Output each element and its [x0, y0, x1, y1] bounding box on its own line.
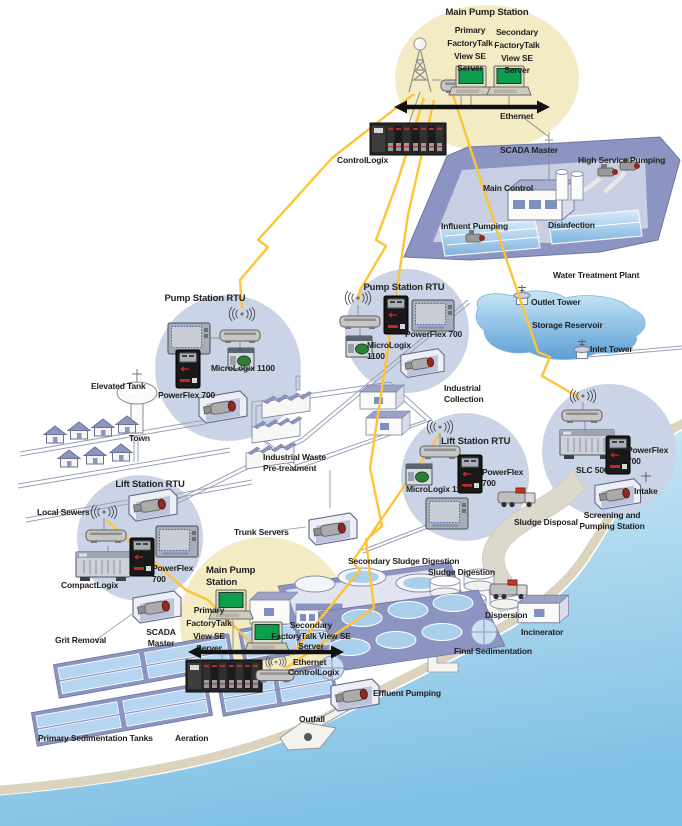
water-treatment-plant — [403, 132, 681, 261]
radio-link-bottom-station — [285, 99, 436, 669]
device-connectors — [103, 79, 586, 672]
label-powerflex-lift-left: PowerFlex 700 — [152, 563, 194, 584]
controllogix-plc-icon — [185, 659, 263, 693]
label-inlet-tower: Inlet Tower — [590, 344, 633, 354]
industrial-collection-buildings — [359, 384, 411, 436]
label-secondary-sludge-digestion: Secondary Sludge Digestion — [348, 556, 460, 566]
haul-road — [482, 469, 586, 613]
label-industrial-waste-pretreatment: Industrial Waste Pre-treatment — [263, 452, 326, 473]
main-pump-station-top-bubble — [395, 5, 579, 151]
label-powerflex-left: PowerFlex 700 — [158, 390, 216, 400]
panelview-hmi-icon — [411, 299, 455, 332]
label-outfall: Outfall — [299, 714, 325, 724]
label-slc-500: SLC 500 — [576, 465, 609, 475]
radio-modem-icon — [561, 409, 603, 424]
intake-marker-icon — [641, 472, 651, 482]
ethernet-bus-top — [394, 100, 550, 114]
compactlogix-plc-icon — [75, 551, 131, 582]
label-ethernet-top: Ethernet — [500, 111, 534, 121]
label-storage-reservoir: Storage Reservoir — [532, 320, 603, 330]
radio-modem-icon — [419, 445, 461, 460]
industrial-pretreatment-plants — [245, 375, 313, 470]
label-dispersion: Dispersion — [485, 610, 528, 620]
label-compactlogix: CompactLogix — [61, 580, 119, 590]
label-micrologix-left: MicroLogix 1100 — [211, 363, 275, 373]
trunk-servers-pump-station — [308, 512, 358, 546]
label-sludge-disposal: Sludge Disposal — [514, 517, 578, 527]
influent-pump — [465, 230, 485, 243]
label-main-pump-station-bottom: Main Pump Station — [206, 565, 256, 588]
radio-modem-icon — [85, 529, 127, 544]
label-intake: Intake — [634, 486, 658, 496]
outfall-structure — [279, 721, 337, 751]
label-final-sedimentation: Final Sedimentation — [454, 646, 532, 656]
label-secondary-server-bottom: Secondary FactoryTalk View SE Server — [271, 620, 351, 652]
label-pump-station-rtu-mid: Pump Station RTU — [363, 282, 445, 293]
disinfection-basin — [547, 209, 643, 245]
label-local-sewers: Local Sewers — [37, 507, 90, 517]
label-pump-station-rtu-left: Pump Station RTU — [164, 293, 246, 304]
label-industrial-collection: Industrial Collection — [444, 383, 484, 404]
label-sludge-digestion: Sludge Digestion — [428, 567, 496, 577]
label-main-pump-station-top: Main Pump Station — [445, 7, 529, 18]
disinfection-tanks — [555, 169, 584, 201]
town-houses — [43, 415, 139, 468]
powerflex-drive-icon — [175, 349, 201, 389]
influent-basin — [439, 219, 541, 257]
radio-modem-icon — [219, 329, 261, 344]
ethernet-bus-bottom — [188, 645, 344, 659]
label-primary-server-top: Primary FactoryTalk View SE Server — [447, 25, 493, 74]
label-micrologix-mid: MicroLogix 1100 — [367, 340, 411, 361]
label-scada-master-top: SCADA Master — [500, 145, 558, 155]
panelview-hmi-icon — [155, 525, 199, 558]
label-secondary-server-top: Secondary FactoryTalk View SE Server — [494, 27, 540, 76]
panelview-hmi-icon — [425, 497, 469, 530]
ocean — [0, 431, 682, 826]
label-main-control: Main Control — [483, 183, 534, 193]
label-screening-pumping-station: Screening and Pumping Station — [579, 510, 645, 531]
label-controllogix-bottom: ControlLogix — [288, 667, 340, 677]
panelview-hmi-icon — [167, 322, 211, 355]
label-primary-server-bottom: Primary FactoryTalk View SE Server — [186, 605, 232, 654]
label-grit-removal: Grit Removal — [55, 635, 107, 645]
scada-master-mast — [545, 132, 553, 190]
storage-reservoir-water — [475, 290, 646, 360]
label-ethernet-bottom: Ethernet — [293, 657, 327, 667]
powerflex-drive-icon — [129, 537, 155, 577]
controllogix-plc-icon — [369, 122, 447, 156]
label-pointer-lines — [95, 526, 307, 641]
clarifier — [319, 618, 498, 681]
label-micrologix-right: MicroLogix 1100 — [406, 484, 470, 494]
radio-modem-icon — [339, 315, 381, 330]
label-scada-master-bottom: SCADA Master — [146, 627, 176, 648]
label-lift-station-rtu-right: Lift Station RTU — [441, 436, 511, 447]
label-controllogix-top: ControlLogix — [337, 155, 389, 165]
label-influent-pumping: Influent Pumping — [441, 221, 509, 231]
label-elevated-tank: Elevated Tank — [91, 381, 146, 391]
label-aeration: Aeration — [175, 733, 209, 743]
label-powerflex-mid: PowerFlex 700 — [405, 329, 463, 339]
label-outlet-tower: Outlet Tower — [531, 297, 581, 307]
label-powerflex-lift-right: PowerFlex 700 — [482, 467, 524, 488]
label-trunk-servers: Trunk Servers — [234, 527, 289, 537]
label-water-treatment-plant: Water Treatment Plant — [553, 270, 640, 280]
radio-link-screening-rtu — [450, 91, 581, 400]
label-high-service-pumping: High Service Pumping — [578, 155, 666, 165]
label-lift-station-rtu-left: Lift Station RTU — [115, 479, 185, 490]
micrologix-plc-icon — [405, 463, 433, 486]
label-town: Town — [129, 433, 150, 443]
label-primary-sedimentation-tanks: Primary Sedimentation Tanks — [38, 733, 153, 743]
label-powerflex-slc: PowerFlex 700 — [627, 445, 669, 466]
label-effluent-pumping: Effluent Pumping — [373, 688, 441, 698]
label-incinerator: Incinerator — [521, 627, 564, 637]
radio-link-mid-pump-rtu — [356, 97, 426, 303]
label-disinfection: Disinfection — [548, 220, 595, 230]
radio-link-left-pump-rtu — [238, 93, 415, 309]
final-sedimentation — [317, 589, 506, 681]
radio-link-right-lift-rtu — [289, 433, 441, 657]
